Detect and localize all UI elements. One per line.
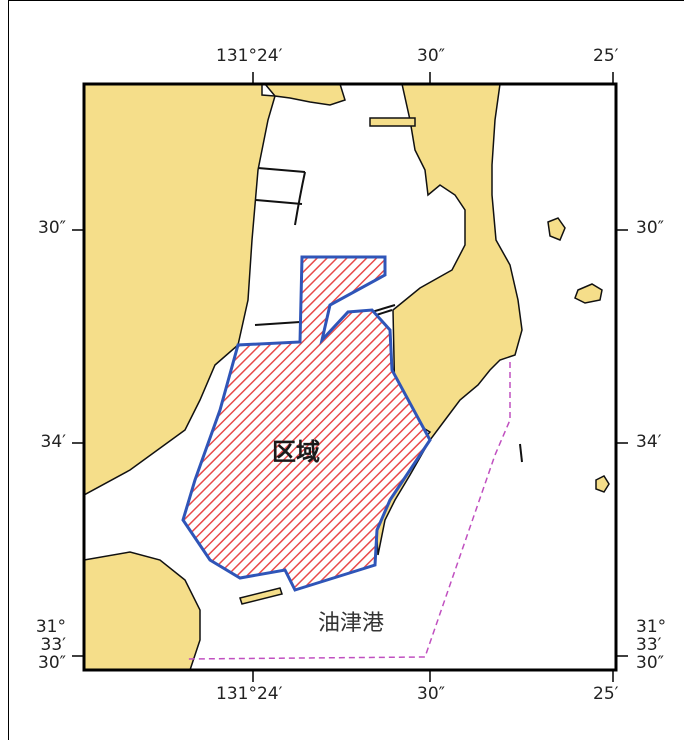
left-label-1: 30″ [38, 218, 66, 238]
corner-left-sec: 30″ [38, 653, 66, 673]
bottom-label-2: 30″ [417, 684, 445, 704]
corner-left-deg: 31° [35, 617, 66, 637]
land-southwest [84, 551, 201, 670]
area-label: 区域 [272, 438, 320, 466]
bottom-label-3: 25′ [593, 684, 619, 704]
outer-frame-left [8, 0, 9, 740]
top-label-2: 30″ [417, 46, 445, 66]
corner-right-min: 33′ [636, 635, 662, 655]
left-label-2: 34′ [40, 432, 67, 452]
right-label-2: 34′ [636, 432, 662, 452]
land-west [84, 84, 276, 496]
pier-north [369, 117, 416, 127]
land-northeast [375, 84, 523, 556]
island-3 [595, 475, 610, 493]
port-label: 油津港 [318, 611, 384, 636]
corner-right-deg: 31° [636, 617, 667, 637]
corner-label-right: 31° 33′ 30″ [636, 618, 666, 672]
bottom-label-1: 131°24′ [216, 684, 283, 704]
breakwater-south [239, 587, 283, 605]
map-border [82, 82, 618, 672]
island-2 [574, 283, 603, 304]
top-label-1: 131°24′ [216, 46, 283, 66]
ticks [72, 72, 628, 682]
corner-right-sec: 30″ [636, 653, 664, 673]
corner-label-left: 31° 33′ 30″ [30, 618, 66, 672]
designated-area [181, 255, 432, 592]
right-label-1: 30″ [636, 218, 664, 238]
land-top-small [264, 84, 346, 106]
outer-frame-top [8, 0, 684, 1]
top-label-3: 25′ [593, 46, 619, 66]
island-1 [547, 217, 566, 241]
corner-left-min: 33′ [40, 635, 67, 655]
